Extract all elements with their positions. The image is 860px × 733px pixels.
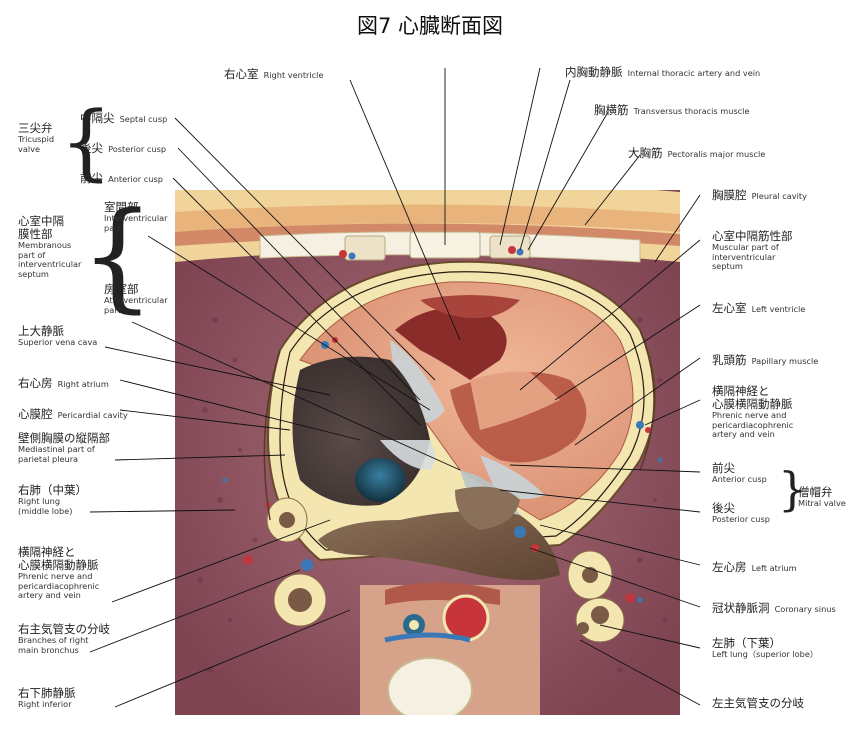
label-mitral-posterior-cusp: 後尖 Posterior cusp <box>712 501 770 525</box>
label-left-ventricle: 左心室 Left ventricle <box>712 301 806 315</box>
label-papillary-muscle: 乳頭筋 Papillary muscle <box>712 353 819 367</box>
label-internal-thoracic: 内胸動静脈 Internal thoracic artery and vein <box>565 65 761 79</box>
label-tricuspid-posterior-cusp: 後尖 Posterior cusp <box>80 141 167 155</box>
label-right-inferior: 右下肺静脈 Right inferior <box>18 686 76 710</box>
label-mediastinal-pleura: 壁側胸膜の縦隔部 Mediastinal part of parietal pl… <box>18 431 110 464</box>
label-pectoralis-major: 大胸筋 Pectoralis major muscle <box>628 146 766 160</box>
label-tricuspid-anterior-cusp: 前尖 Anterior cusp <box>80 171 163 185</box>
label-left-lung: 左肺（下葉） Left lung（superior lobe） <box>712 636 819 660</box>
label-coronary-sinus: 冠状静脈洞 Coronary sinus <box>712 601 836 615</box>
label-right-ventricle: 右心室 Right ventricle <box>224 67 324 81</box>
label-right-bronchus: 右主気管支の分岐 Branches of right main bronchus <box>18 622 110 655</box>
figure-title: 図7 心臓断面図 <box>356 14 504 38</box>
label-membranous-septum: 心室中隔 膜性部 Membranous part of interventric… <box>18 214 82 279</box>
membranous-septum-brace: { <box>80 186 156 324</box>
label-phrenic-nerve-left: 横隔神経と 心膜横隔動静脈 Phrenic nerve and pericard… <box>18 545 100 601</box>
tricuspid-brace: { <box>60 95 113 190</box>
label-right-lung: 右肺（中葉） Right lung (middle lobe) <box>18 483 87 516</box>
label-atrioventricular-part: 房室部 Atrioventricular part <box>104 282 168 315</box>
label-mitral-valve: 僧帽弁 Mitral valve <box>798 485 846 509</box>
label-interventricular-part: 室間部 Interventricular part <box>104 200 168 233</box>
label-mitral-anterior-cusp: 前尖 Anterior cusp <box>712 461 767 485</box>
label-pleural-cavity: 胸膜腔 Pleural cavity <box>712 188 807 202</box>
label-left-bronchus: 左主気管支の分岐 <box>712 696 804 710</box>
leader-lines <box>89 67 701 708</box>
label-tricuspid-valve: 三尖弁 Tricuspid valve <box>18 121 55 154</box>
label-right-atrium: 右心房 Right atrium <box>18 376 109 390</box>
label-septal-cusp: 中隔尖 Septal cusp <box>80 111 168 125</box>
label-superior-vena-cava: 上大静脈 Superior vena cava <box>18 324 98 348</box>
mitral-brace: } <box>778 462 808 516</box>
label-phrenic-nerve-right: 横隔神経と 心膜横隔動静脈 Phrenic nerve and pericard… <box>712 384 794 440</box>
tissue-region <box>175 190 680 715</box>
label-muscular-septum: 心室中隔筋性部 Muscular part of interventricula… <box>712 229 793 272</box>
label-pericardial-cavity: 心膜腔 Pericardial cavity <box>18 407 128 421</box>
label-left-atrium: 左心房 Left atrium <box>712 560 797 574</box>
label-transversus-thoracis: 胸横筋 Transversus thoracis muscle <box>594 103 750 117</box>
